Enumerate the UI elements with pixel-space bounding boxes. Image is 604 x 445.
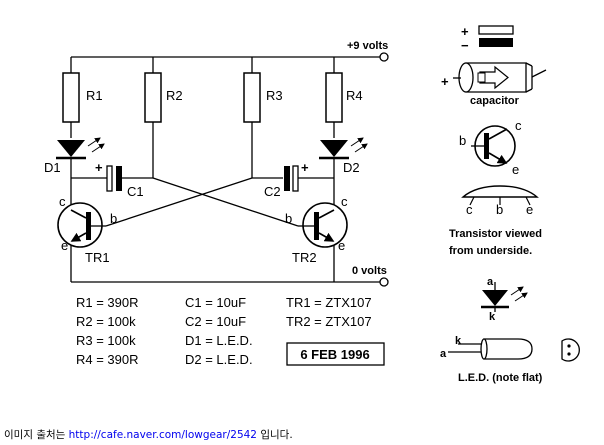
legend-e-label: e	[512, 162, 519, 177]
led-legend: a k	[481, 276, 528, 323]
legend-can-plus: +	[441, 74, 449, 89]
capacitor-c1: + C1	[95, 160, 144, 199]
r3-label: R3	[266, 88, 283, 103]
led-d2: D2	[319, 137, 368, 175]
supply-zero-label: 0 volts	[352, 265, 387, 277]
resistor-r2: R2	[144, 72, 183, 123]
date-box	[286, 342, 385, 366]
c1-plus: +	[95, 160, 103, 175]
tr1-c-label: c	[59, 194, 66, 209]
transistor-underside-legend: c b e Transistor viewed from underside.	[449, 185, 542, 257]
resistor-r3: R3	[243, 72, 283, 123]
c2-label: C2	[264, 184, 281, 199]
tr1-label: TR1	[85, 250, 110, 265]
part-r4: R4 = 390R	[76, 352, 139, 367]
image-source-footer: 이미지 출처는 http://cafe.naver.com/lowgear/25…	[4, 427, 293, 442]
transistor-tr1: c b e TR1	[57, 194, 117, 265]
part-tr2: TR2 = ZTX107	[286, 314, 372, 329]
transistor-tr2: c b e TR2	[285, 194, 348, 265]
part-d2: D2 = L.E.D.	[185, 352, 253, 367]
footer-suffix: 입니다.	[257, 429, 293, 441]
legend-plus: +	[461, 24, 469, 39]
footer-prefix: 이미지 출처는	[4, 429, 69, 441]
tr2-c-label: c	[341, 194, 348, 209]
c2-plus: +	[301, 160, 309, 175]
part-tr1: TR1 = ZTX107	[286, 295, 372, 310]
led-k-label: k	[489, 311, 496, 323]
parts-list: R1 = 390R R2 = 100k R3 = 100k R4 = 390R …	[76, 295, 385, 367]
tr2-label: TR2	[292, 250, 317, 265]
led-a-label: a	[487, 276, 494, 288]
legend-minus: −	[461, 38, 469, 53]
tr2-e-label: e	[338, 238, 345, 253]
led-body-k-label: k	[455, 335, 462, 347]
circuit-wires	[70, 56, 380, 283]
ground-terminal	[379, 277, 389, 287]
part-r3: R3 = 100k	[76, 333, 136, 348]
part-r1: R1 = 390R	[76, 295, 139, 310]
part-r2: R2 = 100k	[76, 314, 136, 329]
transistor-legend: b c e	[459, 118, 522, 177]
underside-e-label: e	[526, 202, 533, 217]
r4-label: R4	[346, 88, 363, 103]
led-body-legend: k a L.E.D. (note flat)	[440, 335, 580, 384]
legend-b-label: b	[459, 133, 466, 148]
tr1-e-label: e	[61, 238, 68, 253]
source-link[interactable]: http://cafe.naver.com/lowgear/2542	[68, 429, 257, 441]
part-c2: C2 = 10uF	[185, 314, 246, 329]
positive-terminal	[379, 52, 389, 62]
date-label: 6 FEB 1996	[300, 347, 369, 362]
supply-positive-label: +9 volts	[347, 40, 388, 52]
capacitor-legend: + − + capacitor	[441, 24, 547, 107]
led-d1: D1	[44, 137, 105, 175]
tr2-b-label: b	[285, 211, 292, 226]
c1-label: C1	[127, 184, 144, 199]
d1-label: D1	[44, 160, 61, 175]
d2-label: D2	[343, 160, 360, 175]
transistor-view-caption-2: from underside.	[449, 245, 532, 257]
tr1-b-label: b	[110, 211, 117, 226]
capacitor-caption: capacitor	[470, 95, 520, 107]
r1-label: R1	[86, 88, 103, 103]
resistor-r4: R4	[325, 72, 363, 123]
part-d1: D1 = L.E.D.	[185, 333, 253, 348]
r2-label: R2	[166, 88, 183, 103]
capacitor-c2: + C2	[264, 160, 309, 199]
transistor-view-caption-1: Transistor viewed	[449, 228, 542, 240]
part-c1: C1 = 10uF	[185, 295, 246, 310]
led-caption: L.E.D. (note flat)	[458, 372, 543, 384]
underside-c-label: c	[466, 202, 473, 217]
legend-c-label: c	[515, 118, 522, 133]
led-body-a-label: a	[440, 348, 447, 360]
resistor-r1: R1	[62, 72, 103, 123]
underside-b-label: b	[496, 202, 503, 217]
